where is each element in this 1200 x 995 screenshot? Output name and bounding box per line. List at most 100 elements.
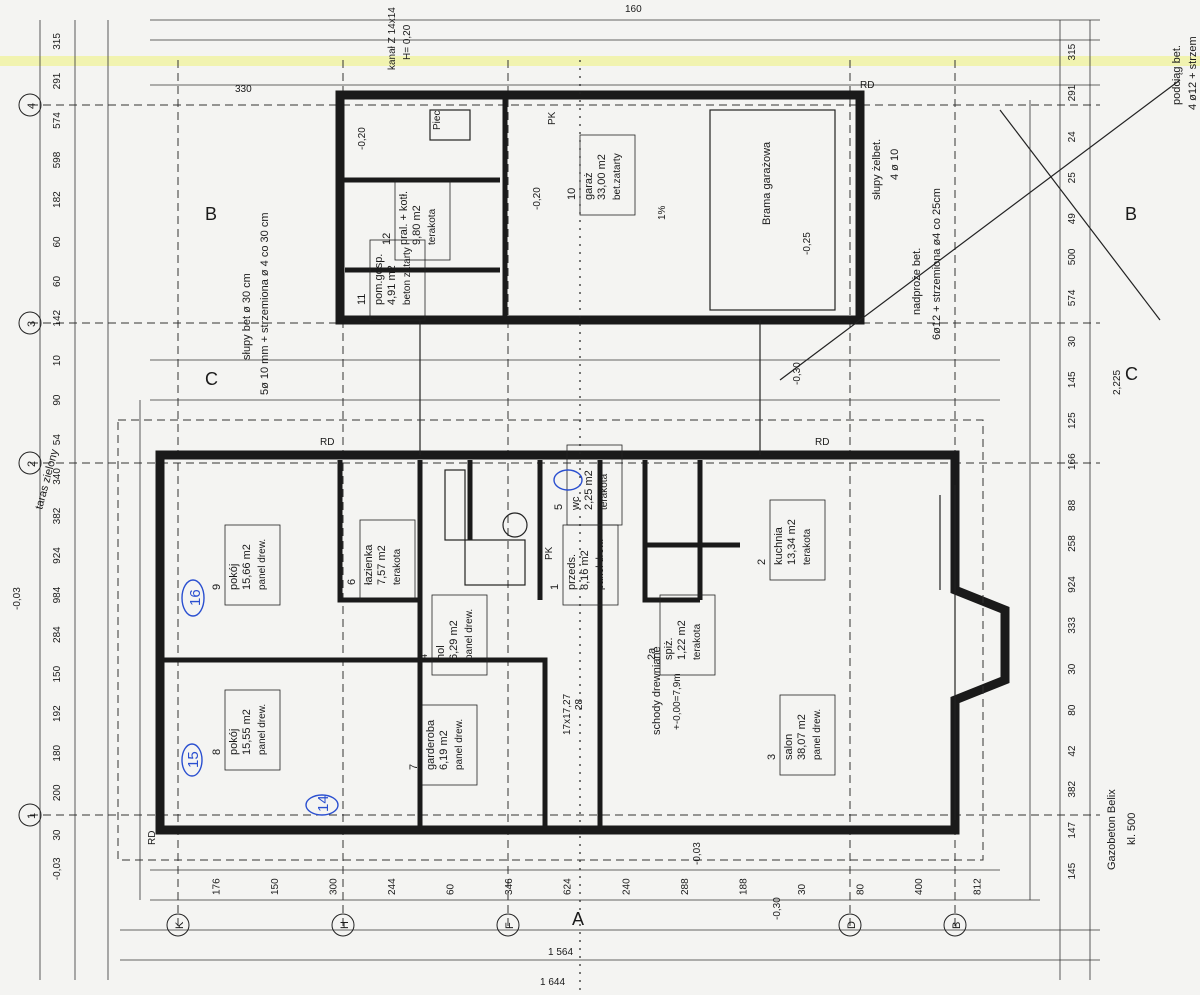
- furnace-label: Piec: [432, 111, 443, 130]
- right-dims-value: 147: [1067, 821, 1078, 838]
- room-area: 7,57 m2: [376, 545, 388, 585]
- stairs-label: schody drewniane: [651, 646, 663, 735]
- left-dims-value: 192: [52, 705, 63, 722]
- kanal-note: kanał Z 14x14: [387, 7, 398, 70]
- right-dims-value: 49: [1067, 213, 1078, 225]
- room-area: 15,66 m2: [241, 544, 253, 590]
- left-dims-value: 574: [52, 112, 63, 129]
- axis-col-bubble: [166, 913, 190, 937]
- dim-330: 330: [235, 84, 252, 95]
- left-dims-value: 291: [52, 72, 63, 89]
- section-b-right: B: [1125, 204, 1137, 224]
- left-dimensions: 3152915745981826060142109054340382924984…: [52, 33, 63, 881]
- right-dims-value: 574: [1067, 289, 1078, 306]
- room-area: 13,34 m2: [786, 519, 798, 565]
- pen-annotations: 16 15 14: [181, 469, 583, 816]
- left-dims-value: -0,03: [52, 857, 63, 880]
- rc-columns-note: słupy żelbet.: [871, 139, 883, 200]
- pen-circle-16: [181, 579, 205, 617]
- left-dims-value: 180: [52, 744, 63, 761]
- axis-col-bubble: [496, 913, 520, 937]
- room-area: 2,25 m2: [583, 470, 595, 510]
- right-dims-value: 500: [1067, 248, 1078, 265]
- left-dims-value: 598: [52, 151, 63, 168]
- right-dims-value: 145: [1067, 371, 1078, 388]
- bottom-dims-value: 288: [680, 878, 691, 895]
- left-dims-value: 142: [52, 309, 63, 326]
- room-number: 1: [549, 584, 561, 590]
- room-name: hol: [435, 645, 447, 660]
- axis-row-label: 1: [26, 813, 38, 819]
- axis-col-bubble: [943, 913, 967, 937]
- room-label-box: [369, 239, 426, 321]
- axis-row-bubble: [18, 311, 42, 335]
- level-outside-left: -0,03: [12, 587, 23, 610]
- left-dims-value: 182: [52, 191, 63, 208]
- level-garage: -0,20: [532, 187, 543, 210]
- room-name: pokój: [228, 564, 240, 590]
- axis-col-label: H: [339, 921, 351, 929]
- garage-walls: [335, 90, 865, 455]
- level-terrace: -0,30: [792, 362, 803, 385]
- rc-columns-rebar-note: 4 ø 10: [889, 149, 901, 180]
- room-area: 4,91 m2: [386, 265, 398, 305]
- section-markers: [117, 60, 1181, 995]
- lintel-note: nadproże bet.: [911, 248, 923, 315]
- highlight-band: [0, 56, 1200, 66]
- axis-col-bubble: [331, 913, 355, 937]
- room-floor: terakota: [599, 473, 610, 510]
- room-number: 8: [211, 749, 223, 755]
- bottom-dims-value: 244: [387, 878, 398, 895]
- bottom-dims-value: 80: [856, 883, 867, 895]
- level-outside-2: -0,30: [772, 897, 783, 920]
- dimension-lines: [39, 19, 1100, 980]
- axis-row-bubble: [18, 451, 42, 475]
- right-dims-value: 333: [1067, 617, 1078, 634]
- pen-circle-14: [305, 794, 339, 816]
- room-name: wc: [570, 496, 582, 511]
- room-floor: bet.zatarty: [612, 153, 623, 200]
- room-area: 15,55 m2: [241, 709, 253, 755]
- room-name: pral. + kotł.: [398, 191, 410, 245]
- section-b-left: B: [205, 204, 217, 224]
- material-class-note: kl. 500: [1126, 813, 1138, 845]
- room-area: 33,00 m2: [596, 154, 608, 200]
- right-dims-value: 315: [1067, 43, 1078, 60]
- right-dims-value: 25: [1067, 172, 1078, 184]
- room-name: łazienka: [363, 544, 375, 585]
- room-name: pokój: [228, 729, 240, 755]
- room-name: salon: [783, 734, 795, 760]
- room-area: 8,16 m2: [579, 550, 591, 590]
- total-dim-1564: 1 564: [548, 947, 573, 958]
- room-label-box: [394, 179, 451, 261]
- left-dims-value: 984: [52, 586, 63, 603]
- room-floor: terakota: [427, 208, 438, 245]
- axis-col-bubble: [838, 913, 862, 937]
- room-area: 6,29 m2: [448, 620, 460, 660]
- room-number: 10: [566, 188, 578, 200]
- right-dims-value: 258: [1067, 535, 1078, 552]
- left-dims-value: 382: [52, 507, 63, 524]
- bottom-dims-value: 812: [973, 878, 984, 895]
- room-area: 6,19 m2: [438, 730, 450, 770]
- dim-160: 160: [625, 4, 642, 15]
- room-number: 11: [356, 294, 368, 305]
- notes: słupy bet ø 30 cm 5ø 10 mm + strzemiona …: [12, 4, 1199, 988]
- axis-row-label: 3: [26, 321, 38, 327]
- room-area: 38,07 m2: [796, 714, 808, 760]
- bottom-dims-value: 300: [328, 878, 339, 895]
- left-dims-value: 10: [52, 355, 63, 367]
- right-dims-value: 42: [1067, 745, 1078, 757]
- pen-circle-wc: [553, 469, 583, 491]
- level-outside-bottom: -0,03: [692, 842, 703, 865]
- material-note: Gazobeton Belix: [1106, 789, 1118, 870]
- columns-note: słupy bet ø 30 cm: [241, 273, 253, 360]
- bottom-dims-value: 400: [914, 878, 925, 895]
- pen-mark-14: 14: [315, 795, 332, 812]
- right-dims-value: 382: [1067, 780, 1078, 797]
- room-label-box: [421, 704, 478, 786]
- room-number: 2: [756, 559, 768, 565]
- rd-mark-2: RD: [147, 831, 158, 845]
- room-floor: panel drew.: [454, 719, 465, 770]
